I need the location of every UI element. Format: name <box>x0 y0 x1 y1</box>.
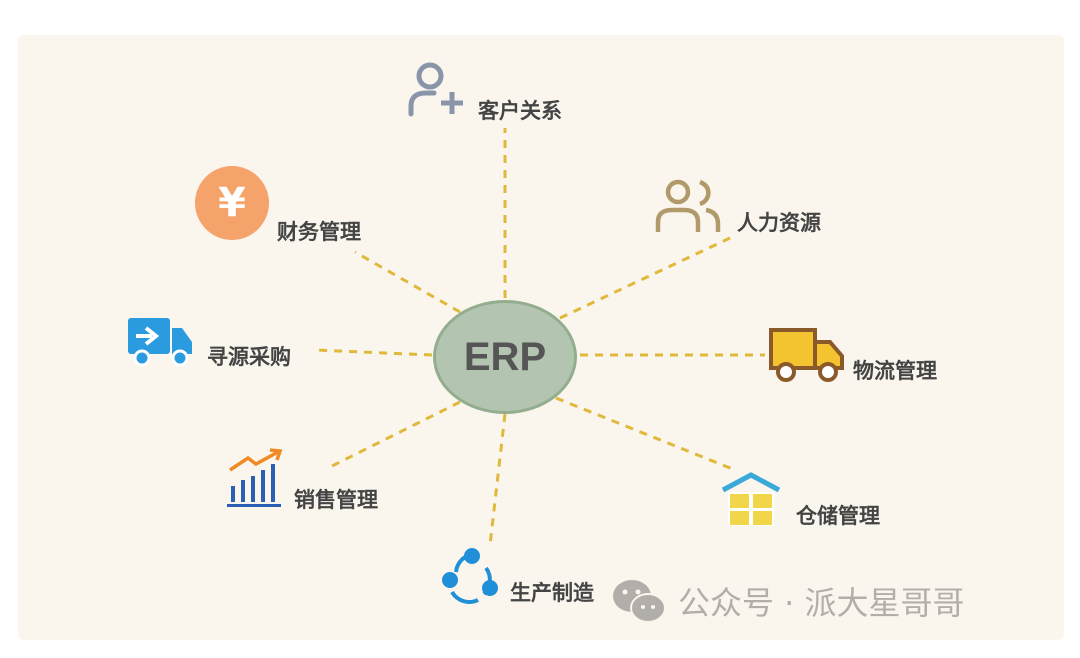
module-label-logistics: 物流管理 <box>853 359 937 383</box>
connector-sales <box>327 400 461 470</box>
module-label-production: 生产制造 <box>510 581 594 605</box>
erp-center-node: ERP <box>433 300 577 414</box>
delivery-truck-icon <box>128 318 192 367</box>
connector-production <box>488 413 507 546</box>
share-nodes-icon <box>442 548 498 604</box>
module-label-hr: 人力资源 <box>737 211 821 235</box>
connector-warehouse <box>555 396 736 472</box>
watermark: 公众号 · 派大星哥哥 <box>612 578 965 624</box>
connector-sourcing <box>314 348 433 357</box>
module-label-sales: 销售管理 <box>294 488 378 512</box>
wechat-icon <box>613 580 666 623</box>
erp-label: ERP <box>463 334 547 379</box>
module-label-warehouse: 仓储管理 <box>796 504 880 528</box>
users-icon <box>655 179 721 232</box>
module-label-crm: 客户关系 <box>478 99 562 123</box>
connector-finance <box>354 250 461 314</box>
yen-icon: ¥ <box>195 166 269 240</box>
connector-hr <box>559 236 731 320</box>
bar-chart-trend-icon <box>227 448 283 507</box>
yen-symbol: ¥ <box>218 180 246 226</box>
module-label-finance: 财务管理 <box>277 220 361 244</box>
truck-icon <box>769 328 844 382</box>
watermark-text: 公众号 · 派大星哥哥 <box>678 584 965 622</box>
user-add-icon <box>408 62 463 117</box>
warehouse-icon <box>721 472 781 526</box>
module-label-sourcing: 寻源采购 <box>207 345 291 369</box>
